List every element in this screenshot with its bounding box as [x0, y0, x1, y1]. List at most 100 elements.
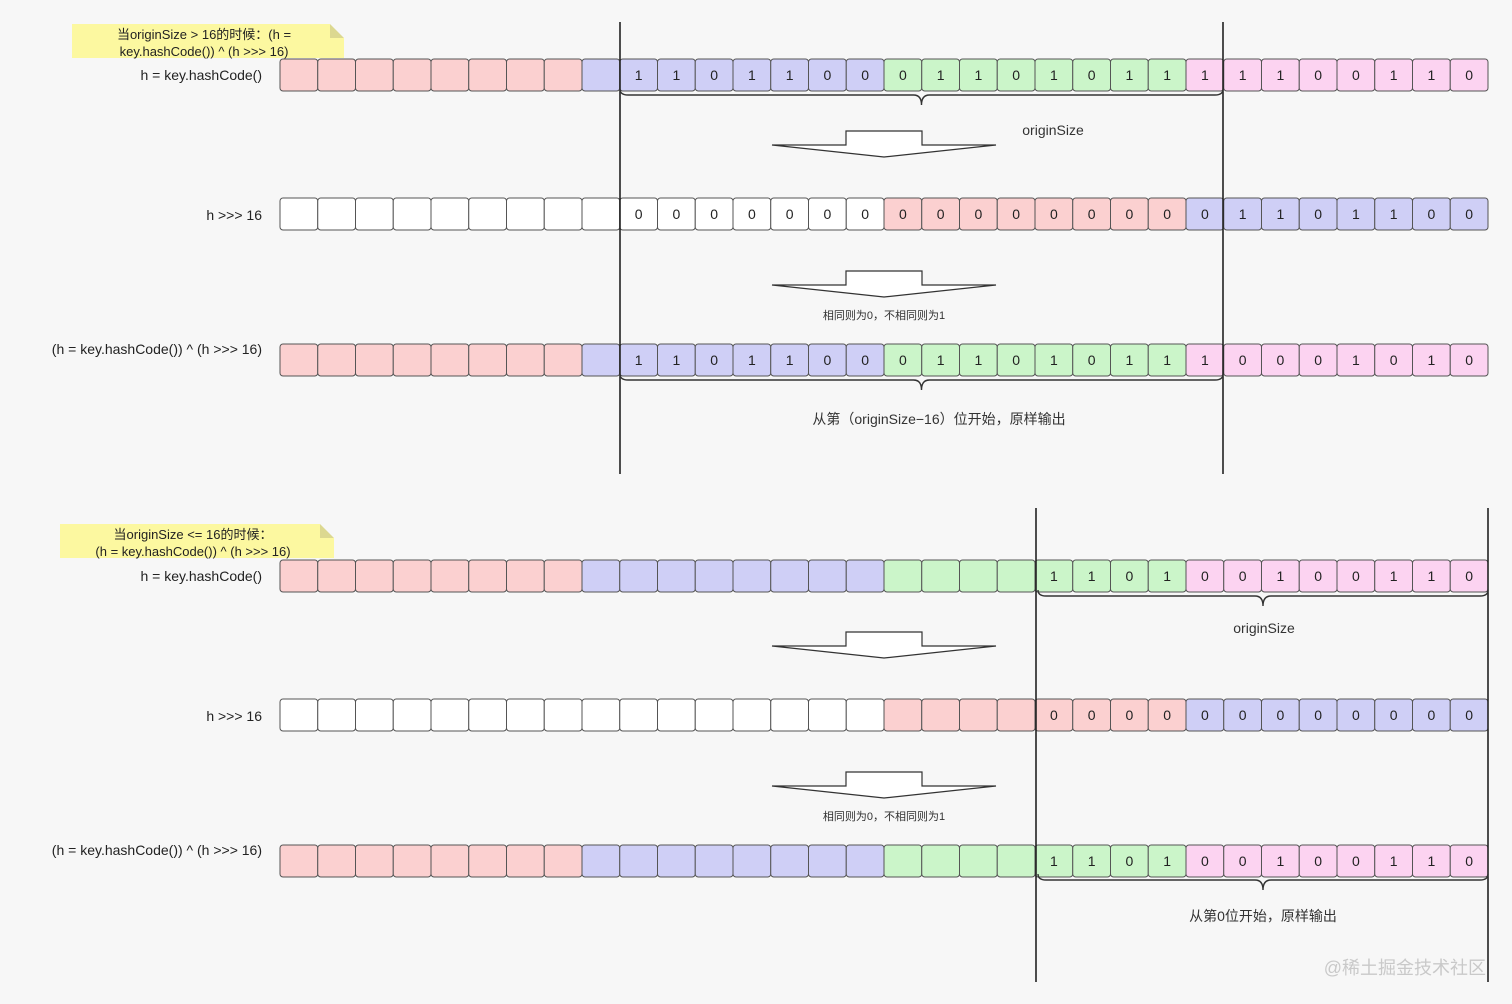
- bit-value: 0: [899, 206, 907, 222]
- bit-cell: [392, 58, 432, 92]
- bit-cell: [543, 197, 583, 231]
- bit-cell: [279, 844, 319, 878]
- bit-cell: [317, 58, 356, 92]
- bit-value: 0: [1427, 206, 1435, 222]
- bit-cell: [770, 698, 809, 732]
- bit-value: 1: [1390, 568, 1398, 584]
- bit-value: 0: [1201, 853, 1209, 869]
- bit-value: 1: [1276, 206, 1284, 222]
- bit-cell: [317, 343, 356, 377]
- bit-value: 0: [1088, 206, 1096, 222]
- bit-cell: [770, 844, 809, 878]
- bit-value: 1: [748, 67, 756, 83]
- bit-cell: [883, 559, 923, 593]
- bit-cell: [845, 559, 885, 593]
- bit-cell: [921, 559, 960, 593]
- row-label-hashcode-2: h = key.hashCode(): [140, 568, 262, 584]
- bit-cell: [808, 559, 847, 593]
- bit-value: 0: [1465, 853, 1473, 869]
- bit-cell: [581, 559, 621, 593]
- bit-cell: [430, 343, 470, 377]
- bit-cell: [732, 698, 772, 732]
- bit-cell: [543, 844, 583, 878]
- bit-cell: [506, 58, 545, 92]
- bit-cell: [581, 343, 621, 377]
- bit-cell: [430, 197, 470, 231]
- bit-value: 0: [1012, 206, 1020, 222]
- bit-value: 0: [1352, 67, 1360, 83]
- down-arrow-icon: [771, 771, 997, 799]
- bit-value: 1: [1276, 67, 1284, 83]
- bit-cell: [468, 197, 507, 231]
- down-arrow-icon: [771, 130, 997, 158]
- bit-cell: [732, 844, 772, 878]
- bit-value: 0: [1239, 853, 1247, 869]
- bit-cell: [506, 844, 545, 878]
- brace-label-originsize-2: originSize: [1233, 620, 1295, 636]
- bit-value: 0: [823, 352, 831, 368]
- bit-cell: [430, 698, 470, 732]
- bit-value: 1: [1276, 568, 1284, 584]
- bit-cell: [959, 844, 998, 878]
- bit-cell: [279, 559, 319, 593]
- bit-value: 0: [1088, 67, 1096, 83]
- bit-value: 1: [1352, 206, 1360, 222]
- watermark: @稀土掘金技术社区: [1323, 958, 1486, 978]
- bit-cell: [996, 559, 1036, 593]
- bit-value: 1: [672, 67, 680, 83]
- bit-cell: [317, 844, 356, 878]
- condition-note-1-line-1: 当originSize > 16的时候：(h =: [116, 27, 292, 42]
- bit-cell: [430, 559, 470, 593]
- bit-cell: [317, 698, 356, 732]
- bit-value: 0: [1390, 352, 1398, 368]
- bit-cell: [921, 844, 960, 878]
- bit-cell: [845, 698, 885, 732]
- bit-value: 0: [1465, 352, 1473, 368]
- bit-cell: [355, 559, 394, 593]
- bit-value: 0: [1276, 707, 1284, 723]
- bit-cell: [430, 844, 470, 878]
- bit-value: 0: [710, 67, 718, 83]
- down-arrow-icon: [771, 270, 997, 298]
- bit-cell: [506, 343, 545, 377]
- bit-value: 1: [1050, 568, 1058, 584]
- bit-cell: [619, 698, 658, 732]
- bit-cell: [355, 58, 394, 92]
- bit-cell: [581, 844, 621, 878]
- row-label-xor-2: (h = key.hashCode()) ^ (h >>> 16): [51, 842, 262, 858]
- bit-cell: [996, 698, 1036, 732]
- bit-cell: [543, 559, 583, 593]
- bit-value: 0: [748, 206, 756, 222]
- bit-cell: [279, 58, 319, 92]
- bit-cell: [694, 698, 734, 732]
- bit-cell: [279, 343, 319, 377]
- bit-value: 1: [748, 352, 756, 368]
- bit-value: 1: [974, 352, 982, 368]
- bit-value: 0: [1125, 853, 1133, 869]
- curly-brace: [619, 88, 1224, 106]
- bit-value: 0: [1352, 707, 1360, 723]
- bit-value: 1: [1050, 67, 1058, 83]
- bit-value: 1: [937, 67, 945, 83]
- bit-value: 1: [974, 67, 982, 83]
- bit-value: 0: [1201, 568, 1209, 584]
- bit-value: 0: [1050, 206, 1058, 222]
- bit-value: 1: [1427, 853, 1435, 869]
- bit-value: 0: [974, 206, 982, 222]
- bit-cell: [694, 559, 734, 593]
- brace-label-originsize-1: originSize: [1022, 122, 1084, 138]
- bit-value: 1: [1088, 853, 1096, 869]
- bit-cell: [581, 197, 621, 231]
- bit-cell: [1449, 197, 1489, 231]
- bit-cell: [279, 197, 319, 231]
- bit-cell: [921, 698, 960, 732]
- bit-value: 0: [861, 352, 869, 368]
- bit-cell: [506, 197, 545, 231]
- bit-cell: [506, 559, 545, 593]
- bit-value: 1: [1239, 67, 1247, 83]
- bit-value: 1: [1163, 853, 1171, 869]
- bit-cell: [355, 698, 394, 732]
- bit-cell: [1449, 343, 1489, 377]
- bit-cell: [506, 698, 545, 732]
- bit-cell: [468, 698, 507, 732]
